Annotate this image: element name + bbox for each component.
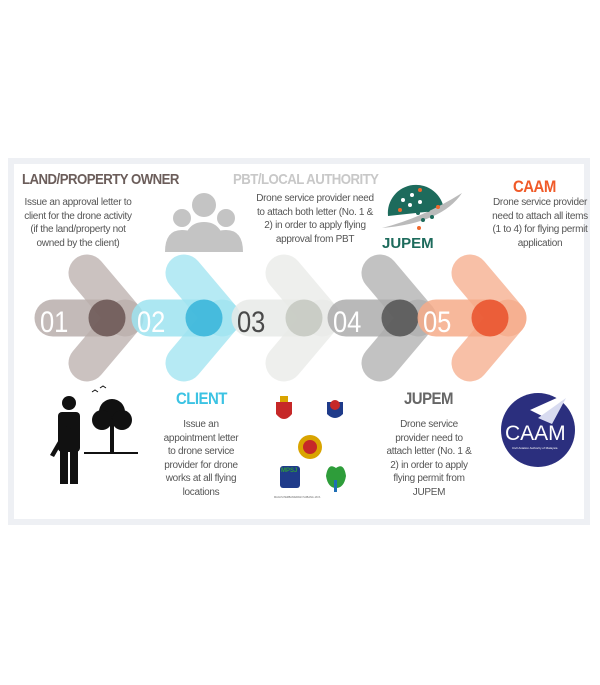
- step-number: 01: [40, 305, 68, 338]
- arrow-step-5: 05: [417, 254, 527, 382]
- svg-text:MPSJ: MPSJ: [281, 468, 297, 474]
- step-1-title: LAND/PROPERTY OWNER: [22, 171, 179, 188]
- jupem-logo-text: JUPEM: [382, 235, 434, 252]
- arrow-step-1: 01: [34, 254, 144, 382]
- step-5-text: Drone service provider need to attach al…: [492, 197, 588, 249]
- svg-text:MAJLIS PERBANDARAN SUBANG JAYA: MAJLIS PERBANDARAN SUBANG JAYA: [274, 496, 321, 499]
- step-4-title: JUPEM: [404, 389, 453, 408]
- jupem-logo: JUPEM: [382, 184, 462, 252]
- svg-text:CAAM: CAAM: [505, 422, 566, 445]
- arrow-step-4: 04: [327, 254, 437, 382]
- step-number: 03: [237, 305, 265, 338]
- arrow-tip: [285, 299, 323, 337]
- step-2-text: Issue an appointment letter to drone ser…: [163, 419, 239, 498]
- landowner-person-tree-icon: [50, 385, 138, 484]
- step-3-title: PBT/LOCAL AUTHORITY: [233, 171, 379, 188]
- caam-logo: CAAM Civil Aviation Authority of Malaysi…: [501, 392, 575, 467]
- step-number: 02: [137, 305, 165, 338]
- arrow-tip: [471, 299, 509, 337]
- arrow-tip: [381, 299, 419, 337]
- people-group-icon: [165, 193, 243, 252]
- arrow-step-3: 03: [231, 254, 341, 382]
- step-1-text: Issue an approval letter to client for t…: [24, 197, 132, 249]
- arrow-tip: [88, 299, 126, 337]
- step-5-title: CAAM: [513, 177, 556, 196]
- step-number: 05: [423, 305, 451, 338]
- step-number: 04: [333, 305, 361, 338]
- svg-text:Civil Aviation Authority of Ma: Civil Aviation Authority of Malaysia: [512, 446, 558, 450]
- arrow-tip: [185, 299, 223, 337]
- step-2-title: CLIENT: [176, 389, 227, 408]
- pbt-emblems: MPSJ MAJLIS PERBANDARAN SUBANG JAYA: [274, 396, 346, 499]
- step-4-text: Drone service provider need to attach le…: [386, 419, 472, 498]
- emblem-1: [276, 402, 292, 419]
- mpsj-logo: [280, 466, 300, 488]
- emblem-5: [326, 466, 346, 488]
- step-3-text: Drone service provider need to attach bo…: [256, 193, 374, 245]
- arrow-step-2: 02: [131, 254, 241, 382]
